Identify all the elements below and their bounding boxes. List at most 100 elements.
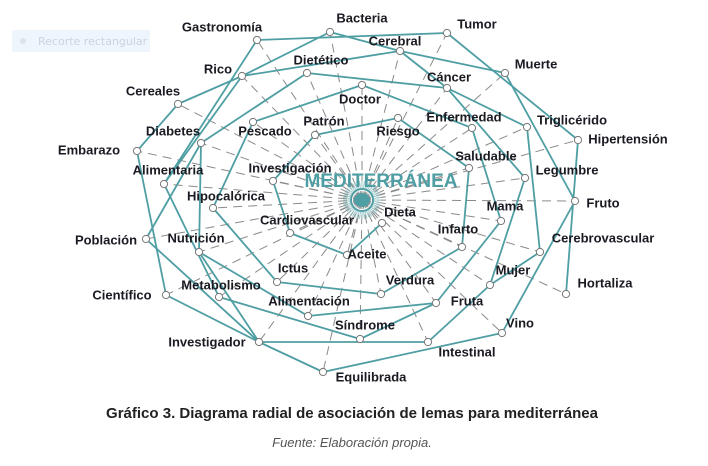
node-marker (467, 123, 477, 133)
ray-15 (314, 134, 363, 201)
edge (163, 183, 220, 298)
edge (163, 75, 243, 185)
node-marker (357, 80, 367, 90)
node: Nutrición (167, 231, 225, 257)
node: Pescado (238, 117, 292, 139)
node: Patrón (303, 114, 345, 140)
node: Dieta (377, 205, 417, 228)
edge (252, 84, 363, 123)
node-label: Vino (506, 316, 534, 331)
edge (461, 167, 470, 248)
ray-38 (361, 199, 437, 304)
node-marker (161, 290, 171, 300)
node-marker (457, 242, 467, 252)
node: Vino (497, 316, 534, 338)
node-label: Doctor (339, 92, 381, 107)
node-marker (442, 28, 452, 38)
ray-30 (361, 199, 541, 253)
node-label: Cereales (126, 84, 180, 99)
edge (399, 50, 506, 74)
node-marker (431, 298, 441, 308)
node: Hipertensión (573, 132, 668, 147)
node-label: Legumbre (536, 163, 599, 178)
node-marker (214, 292, 224, 302)
node-marker (285, 228, 295, 238)
node: Saludable (455, 149, 517, 173)
ray-39 (307, 199, 363, 317)
node: Mama (487, 199, 524, 226)
node-label: Nutrición (167, 231, 224, 246)
node: Equilibrada (318, 367, 408, 385)
node-label: Riesgo (376, 124, 419, 139)
edge (145, 238, 260, 343)
node-marker (496, 216, 506, 226)
node-label: Investigación (248, 161, 331, 176)
ray-5 (241, 75, 363, 201)
node-label: Equilibrada (336, 370, 408, 385)
edge (272, 180, 291, 234)
node-label: Síndrome (335, 318, 395, 333)
edge (241, 31, 331, 77)
edge (198, 251, 260, 343)
node: Cardiovascular (260, 213, 354, 238)
ray-37 (218, 199, 363, 298)
node: Legumbre (520, 163, 599, 183)
node: Aceite (342, 247, 387, 262)
ray-8 (177, 103, 363, 201)
ray-4 (361, 72, 506, 201)
node-marker (132, 146, 142, 156)
ray-13 (200, 142, 363, 201)
ray-18 (361, 177, 526, 201)
node-marker (570, 196, 580, 206)
edge (272, 134, 316, 182)
node-label: Pescado (238, 124, 292, 139)
ray-31 (346, 199, 363, 256)
node-label: Gastronomía (182, 20, 263, 35)
edge (256, 32, 448, 41)
node-marker (535, 247, 545, 257)
node: Gastronomía (182, 20, 263, 45)
edge (241, 50, 401, 77)
edge (435, 220, 502, 304)
edge (177, 75, 243, 105)
node: Diabetes (146, 124, 206, 148)
node: Embarazo (58, 143, 142, 158)
rectangular-snip-tool[interactable]: Recorte rectangular (12, 30, 150, 52)
edge (276, 281, 382, 295)
node-label: Intestinal (438, 345, 495, 360)
node: Bacteria (325, 11, 388, 37)
edge (212, 121, 254, 209)
ray-33 (361, 199, 382, 295)
node: Hipocalórica (187, 189, 266, 213)
ray-24 (361, 199, 502, 222)
ray-14 (252, 121, 363, 201)
edge (314, 117, 399, 136)
node: Hortaliza (561, 276, 634, 299)
dashed-rays (136, 31, 579, 373)
node: Tumor (442, 17, 497, 38)
node: Riesgo (376, 113, 420, 139)
node-label: Hortaliza (578, 276, 634, 291)
edge (501, 200, 576, 334)
node-marker (318, 367, 328, 377)
node-marker (442, 83, 452, 93)
node: Investigación (248, 161, 332, 186)
edge (322, 332, 503, 373)
node-label: Mujer (496, 263, 531, 278)
edge (489, 251, 541, 286)
node: Triglicérido (522, 113, 607, 132)
center-title: MEDITERRÁNEA (304, 170, 457, 192)
edge (200, 72, 308, 144)
node-label: Aceite (347, 247, 386, 262)
ray-32 (276, 199, 363, 283)
node-label: Hipocalórica (187, 189, 266, 204)
figure-caption: Gráfico 3. Diagrama radial de asociación… (106, 405, 599, 422)
edge (165, 294, 260, 343)
edge (380, 246, 463, 295)
node-label: Dietético (294, 53, 349, 68)
edge (258, 341, 324, 373)
ray-0 (256, 39, 363, 201)
ray-23 (212, 199, 363, 209)
edge (329, 31, 401, 52)
node-label: Cardiovascular (260, 213, 354, 228)
